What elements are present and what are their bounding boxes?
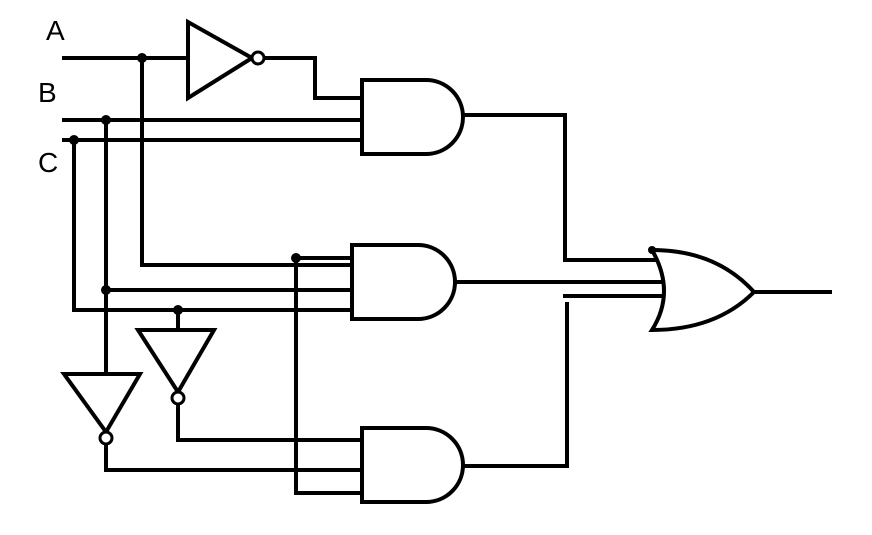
wire-and3-to-or — [461, 302, 569, 468]
and-gate-2 — [350, 243, 457, 321]
input-label-b: B — [38, 77, 57, 108]
not-gate-c — [134, 328, 218, 406]
and-gate-1 — [360, 78, 465, 156]
wire-and1-to-or — [461, 113, 667, 262]
wire-c-to-and2 — [72, 138, 354, 312]
or-gate — [648, 247, 757, 333]
not-gate-b — [60, 372, 144, 446]
input-label-c: C — [38, 147, 58, 178]
junction-dots — [69, 53, 656, 315]
and-gate-3 — [360, 426, 465, 504]
wire-input-a — [62, 56, 364, 100]
wire-and3-bus — [294, 256, 364, 495]
not-gate-a — [186, 18, 266, 102]
input-label-a: A — [46, 15, 65, 46]
wire-not-c-to-and3 — [176, 396, 364, 442]
wire-not-b-to-and3 — [104, 436, 364, 472]
wire-a-to-and2 — [140, 56, 354, 267]
